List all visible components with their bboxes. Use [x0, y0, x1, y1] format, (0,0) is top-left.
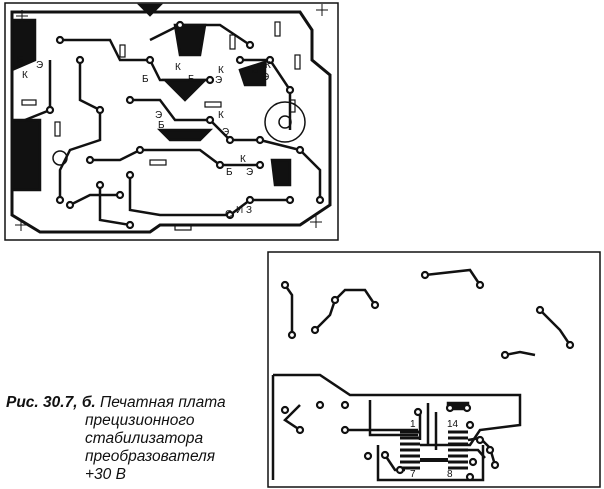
svg-text:Б: Б [188, 74, 195, 85]
svg-text:Б: Б [252, 65, 259, 76]
svg-text:8: 8 [447, 469, 453, 480]
pcb-bottom-labels: 1 14 7 8 [410, 419, 459, 480]
caption-line: стабилизатора [85, 430, 204, 447]
svg-text:Э: Э [262, 72, 269, 83]
svg-text:Б: Б [158, 120, 165, 131]
caption-line: +30 В [85, 466, 126, 483]
figure-caption: Рис. 30.7, б. Печатная плата прецизионно… [6, 394, 226, 484]
pcb-bottom-pads [280, 270, 575, 482]
svg-text:1: 1 [410, 419, 416, 430]
figure-number: Рис. 30.7, б. [6, 394, 96, 411]
svg-text:К: К [22, 70, 28, 81]
svg-text:Э: Э [246, 167, 253, 178]
pcb-bottom-board [267, 251, 601, 488]
pcb-top-labels: Б К Э Б К Э Б К Э Б К Э Б К Э Б Э К С И … [17, 55, 271, 220]
svg-text:К: К [218, 110, 224, 121]
svg-text:Э: Э [155, 110, 162, 121]
caption-line: Печатная плата [100, 394, 226, 411]
svg-text:К: К [218, 65, 224, 76]
svg-text:14: 14 [447, 419, 459, 430]
pcb-top-pads [45, 20, 325, 230]
svg-text:И: И [236, 205, 243, 216]
caption-line: преобразователя [85, 448, 216, 465]
svg-text:К: К [175, 62, 181, 73]
svg-text:Э: Э [36, 60, 43, 71]
svg-text:Э: Э [222, 127, 229, 138]
svg-text:К: К [265, 60, 271, 71]
svg-text:С: С [225, 209, 232, 220]
svg-text:З: З [246, 205, 252, 216]
svg-text:Б: Б [226, 167, 233, 178]
pcb-top-board [4, 2, 339, 241]
svg-text:К: К [240, 154, 246, 165]
svg-text:Б: Б [17, 55, 24, 66]
svg-text:7: 7 [410, 469, 416, 480]
svg-text:Б: Б [142, 74, 149, 85]
caption-line: прецизионного [85, 412, 195, 429]
svg-text:Э: Э [215, 75, 222, 86]
